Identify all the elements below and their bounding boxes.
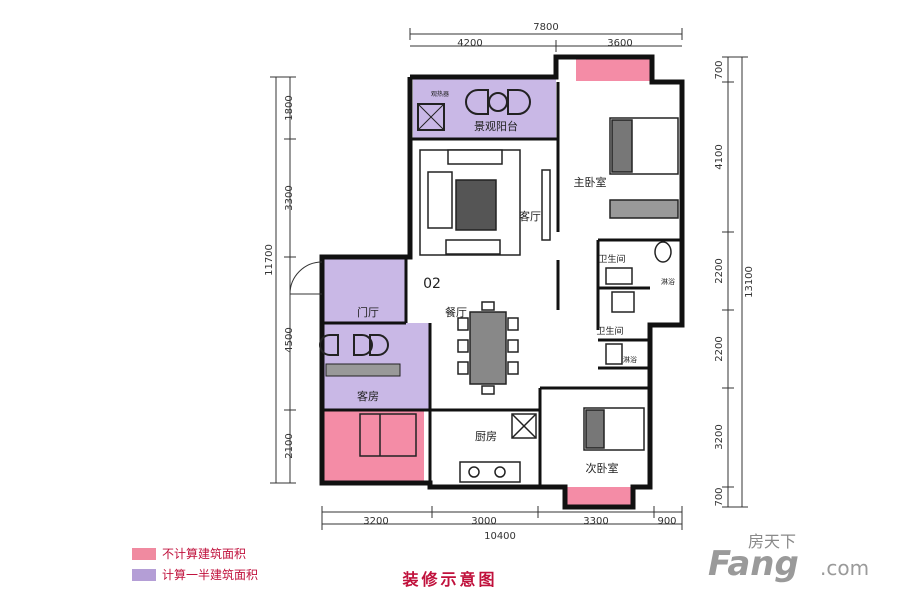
foyer-zone <box>322 257 406 323</box>
dim-bottom-2: 3000 <box>471 516 496 527</box>
shoe-cabinet <box>325 363 401 377</box>
label-shower2: 淋浴 <box>623 355 637 364</box>
interior-walls <box>322 82 682 487</box>
dim-left-1: 1800 <box>284 95 295 120</box>
dim-top-left: 4200 <box>457 38 482 49</box>
label-foyer: 门厅 <box>357 305 379 319</box>
guest-zone <box>322 388 430 410</box>
label-second: 次卧室 <box>586 461 619 475</box>
tv-cabinet <box>541 169 551 241</box>
legend-pink-swatch <box>132 547 156 560</box>
master-balcony-zone <box>576 57 651 81</box>
dining-table <box>457 301 519 395</box>
legend-pink: 不计算建筑面积 <box>132 545 246 562</box>
dim-bottom-1: 3200 <box>363 516 388 527</box>
balcony-heater-icon <box>417 103 445 131</box>
dim-bottom-3: 3300 <box>583 516 608 527</box>
second-bed <box>583 407 645 451</box>
dim-left-total: 11700 <box>264 244 275 276</box>
dim-bottom-total: 10400 <box>484 531 516 542</box>
legend-purple: 计算一半建筑面积 <box>132 566 258 583</box>
legend-pink-label: 不计算建筑面积 <box>162 547 247 561</box>
balcony-chairs <box>465 89 531 115</box>
label-dining: 餐厅 <box>445 305 467 319</box>
dim-right-total: 13100 <box>744 266 755 298</box>
walls <box>319 54 685 510</box>
label-master: 主卧室 <box>574 175 607 189</box>
caption: 装修示意图 <box>402 570 498 589</box>
entry-door <box>289 261 323 295</box>
label-bath1: 卫生间 <box>598 253 625 265</box>
watermark-suffix: .com <box>820 556 870 580</box>
label-guest: 客房 <box>357 389 379 403</box>
living-sofa-set <box>419 149 521 256</box>
dim-top-right: 3600 <box>607 38 632 49</box>
second-balcony-zone <box>565 487 631 507</box>
legend-purple-swatch <box>132 568 156 581</box>
watermark-main: Fang <box>708 544 799 584</box>
label-unit: 02 <box>423 276 441 292</box>
dim-top-total: 7800 <box>533 22 558 33</box>
label-balcony-small: 观热器 <box>431 90 449 98</box>
label-shower1: 淋浴 <box>661 277 675 286</box>
kitchen-fixtures <box>459 413 537 483</box>
dim-bottom-4: 900 <box>657 516 676 527</box>
dim-right-6: 700 <box>714 487 725 506</box>
dim-right-5: 3200 <box>714 424 725 449</box>
bathroom-fixtures <box>605 241 672 365</box>
guest-bed <box>359 413 417 457</box>
dim-left-4: 2100 <box>284 433 295 458</box>
label-living: 客厅 <box>519 209 541 223</box>
dim-left-2: 3300 <box>284 185 295 210</box>
dim-right-2: 4100 <box>714 144 725 169</box>
dim-left-3: 4500 <box>284 327 295 352</box>
master-bed <box>609 117 679 219</box>
dim-right-3: 2200 <box>714 258 725 283</box>
dim-right-4: 2200 <box>714 336 725 361</box>
label-balcony: 景观阳台 <box>474 119 518 133</box>
guest-bay-zone <box>322 410 424 483</box>
label-bath2: 卫生间 <box>596 325 623 337</box>
legend-purple-label: 计算一半建筑面积 <box>162 568 259 582</box>
dimension-lines <box>270 28 748 530</box>
dim-right-1: 700 <box>714 60 725 79</box>
label-kitchen: 厨房 <box>475 430 497 443</box>
foyer-chairs <box>319 334 389 356</box>
watermark: 房天下 Fang .com <box>704 528 894 588</box>
watermark-top: 房天下 <box>748 532 797 551</box>
